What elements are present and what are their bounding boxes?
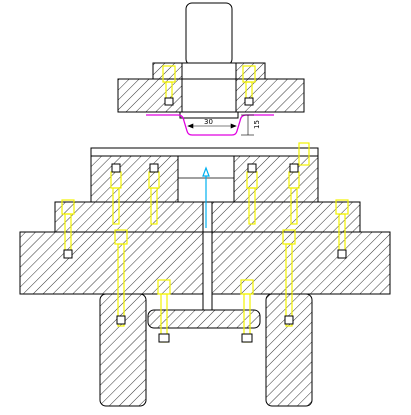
upper-die (117, 2, 305, 119)
stripper-bolt-right (298, 142, 310, 166)
lower-die (19, 147, 391, 407)
dimension-height (241, 114, 254, 136)
nuts (63, 163, 347, 343)
upper-screws (162, 65, 256, 105)
dimension-width (187, 123, 237, 129)
support-leg-left (99, 293, 147, 407)
stripper-plate (90, 147, 319, 157)
dimension-height-label: 15 (253, 120, 261, 129)
workpiece-part (146, 114, 274, 136)
ejector-plate (147, 309, 261, 329)
dimension-width-label: 30 (204, 118, 213, 126)
lower-screws (61, 142, 349, 343)
base-bolt-left (114, 229, 128, 327)
ejector-channel-lower (202, 231, 213, 311)
upper-nut-left (164, 97, 174, 106)
upper-nut-right (244, 97, 254, 106)
base-bolt-right (282, 229, 296, 327)
punch-seat (181, 78, 237, 113)
die-shank (185, 2, 233, 66)
ejector-channel-upper (202, 201, 213, 233)
support-leg-right (265, 293, 313, 407)
shank-seat (181, 62, 237, 80)
center-marker (202, 166, 210, 228)
